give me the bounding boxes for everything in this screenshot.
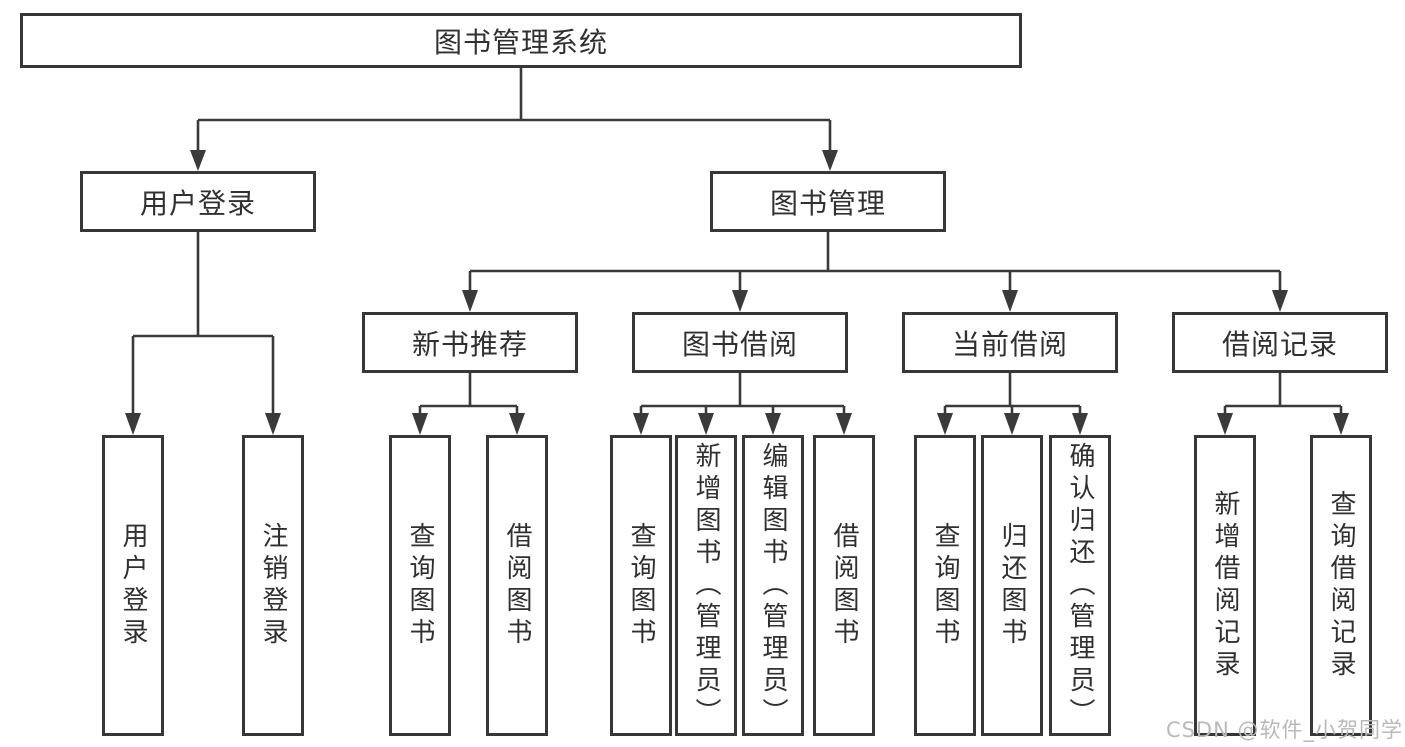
connector-book-borrow-to-leaves (633, 373, 852, 435)
node-current-borrow: 当前借阅 (902, 312, 1118, 373)
node-leaf-add-books-admin: 新增图书（管理员） (675, 435, 737, 736)
node-label: 新增借阅记录 (1210, 489, 1240, 682)
node-label: 查询图书 (930, 521, 960, 650)
connector-borrow-records-to-leaves (1217, 373, 1349, 435)
connector-user-login-to-leaves (125, 232, 281, 435)
node-label: 用户登录 (139, 186, 256, 220)
node-borrow-records: 借阅记录 (1172, 312, 1388, 373)
node-leaf-user-login: 用户登录 (102, 435, 164, 736)
node-label: 借阅记录 (1221, 327, 1338, 361)
node-root-system: 图书管理系统 (20, 13, 1022, 68)
node-leaf-borrow-books-recommend: 借阅图书 (486, 435, 548, 736)
node-label: 图书管理系统 (433, 25, 608, 59)
node-new-book-recommend: 新书推荐 (362, 312, 578, 373)
connector-new-book-rec-to-leaves (412, 373, 525, 435)
node-leaf-add-borrow-record: 新增借阅记录 (1194, 435, 1256, 736)
node-label: 归还图书 (997, 521, 1027, 650)
node-label: 新书推荐 (411, 327, 528, 361)
node-label: 注销登录 (258, 521, 288, 650)
connector-root-to-level2 (190, 68, 838, 171)
connector-book-mgmt-to-level3 (462, 232, 1288, 312)
node-label: 用户登录 (118, 521, 148, 650)
node-label: 查询图书 (405, 521, 435, 650)
node-label: 当前借阅 (951, 327, 1068, 361)
node-leaf-query-books-recommend: 查询图书 (389, 435, 451, 736)
node-label: 编辑图书（管理员） (758, 441, 788, 730)
node-label: 新增图书（管理员） (691, 441, 721, 730)
connector-current-borrow-to-leaves (937, 373, 1088, 435)
node-leaf-return-books: 归还图书 (981, 435, 1043, 736)
node-label: 图书管理 (769, 186, 886, 220)
node-label: 图书借阅 (681, 327, 798, 361)
node-leaf-query-borrow-record: 查询借阅记录 (1310, 435, 1372, 736)
node-label: 查询图书 (626, 521, 656, 650)
node-leaf-borrow-books: 借阅图书 (813, 435, 875, 736)
node-label: 借阅图书 (502, 521, 532, 650)
node-label: 确认归还（管理员） (1065, 441, 1095, 730)
node-label: 查询借阅记录 (1326, 489, 1356, 682)
csdn-watermark: CSDN @软件_小贺同学 (1165, 718, 1403, 742)
node-leaf-query-books-current: 查询图书 (914, 435, 976, 736)
node-leaf-query-books-borrow: 查询图书 (610, 435, 672, 736)
node-book-management: 图书管理 (710, 171, 946, 232)
node-label: 借阅图书 (829, 521, 859, 650)
node-book-borrow: 图书借阅 (632, 312, 848, 373)
node-leaf-logout: 注销登录 (242, 435, 304, 736)
node-leaf-edit-books-admin: 编辑图书（管理员） (742, 435, 804, 736)
node-leaf-confirm-return-admin: 确认归还（管理员） (1049, 435, 1111, 736)
node-user-login: 用户登录 (80, 171, 316, 232)
